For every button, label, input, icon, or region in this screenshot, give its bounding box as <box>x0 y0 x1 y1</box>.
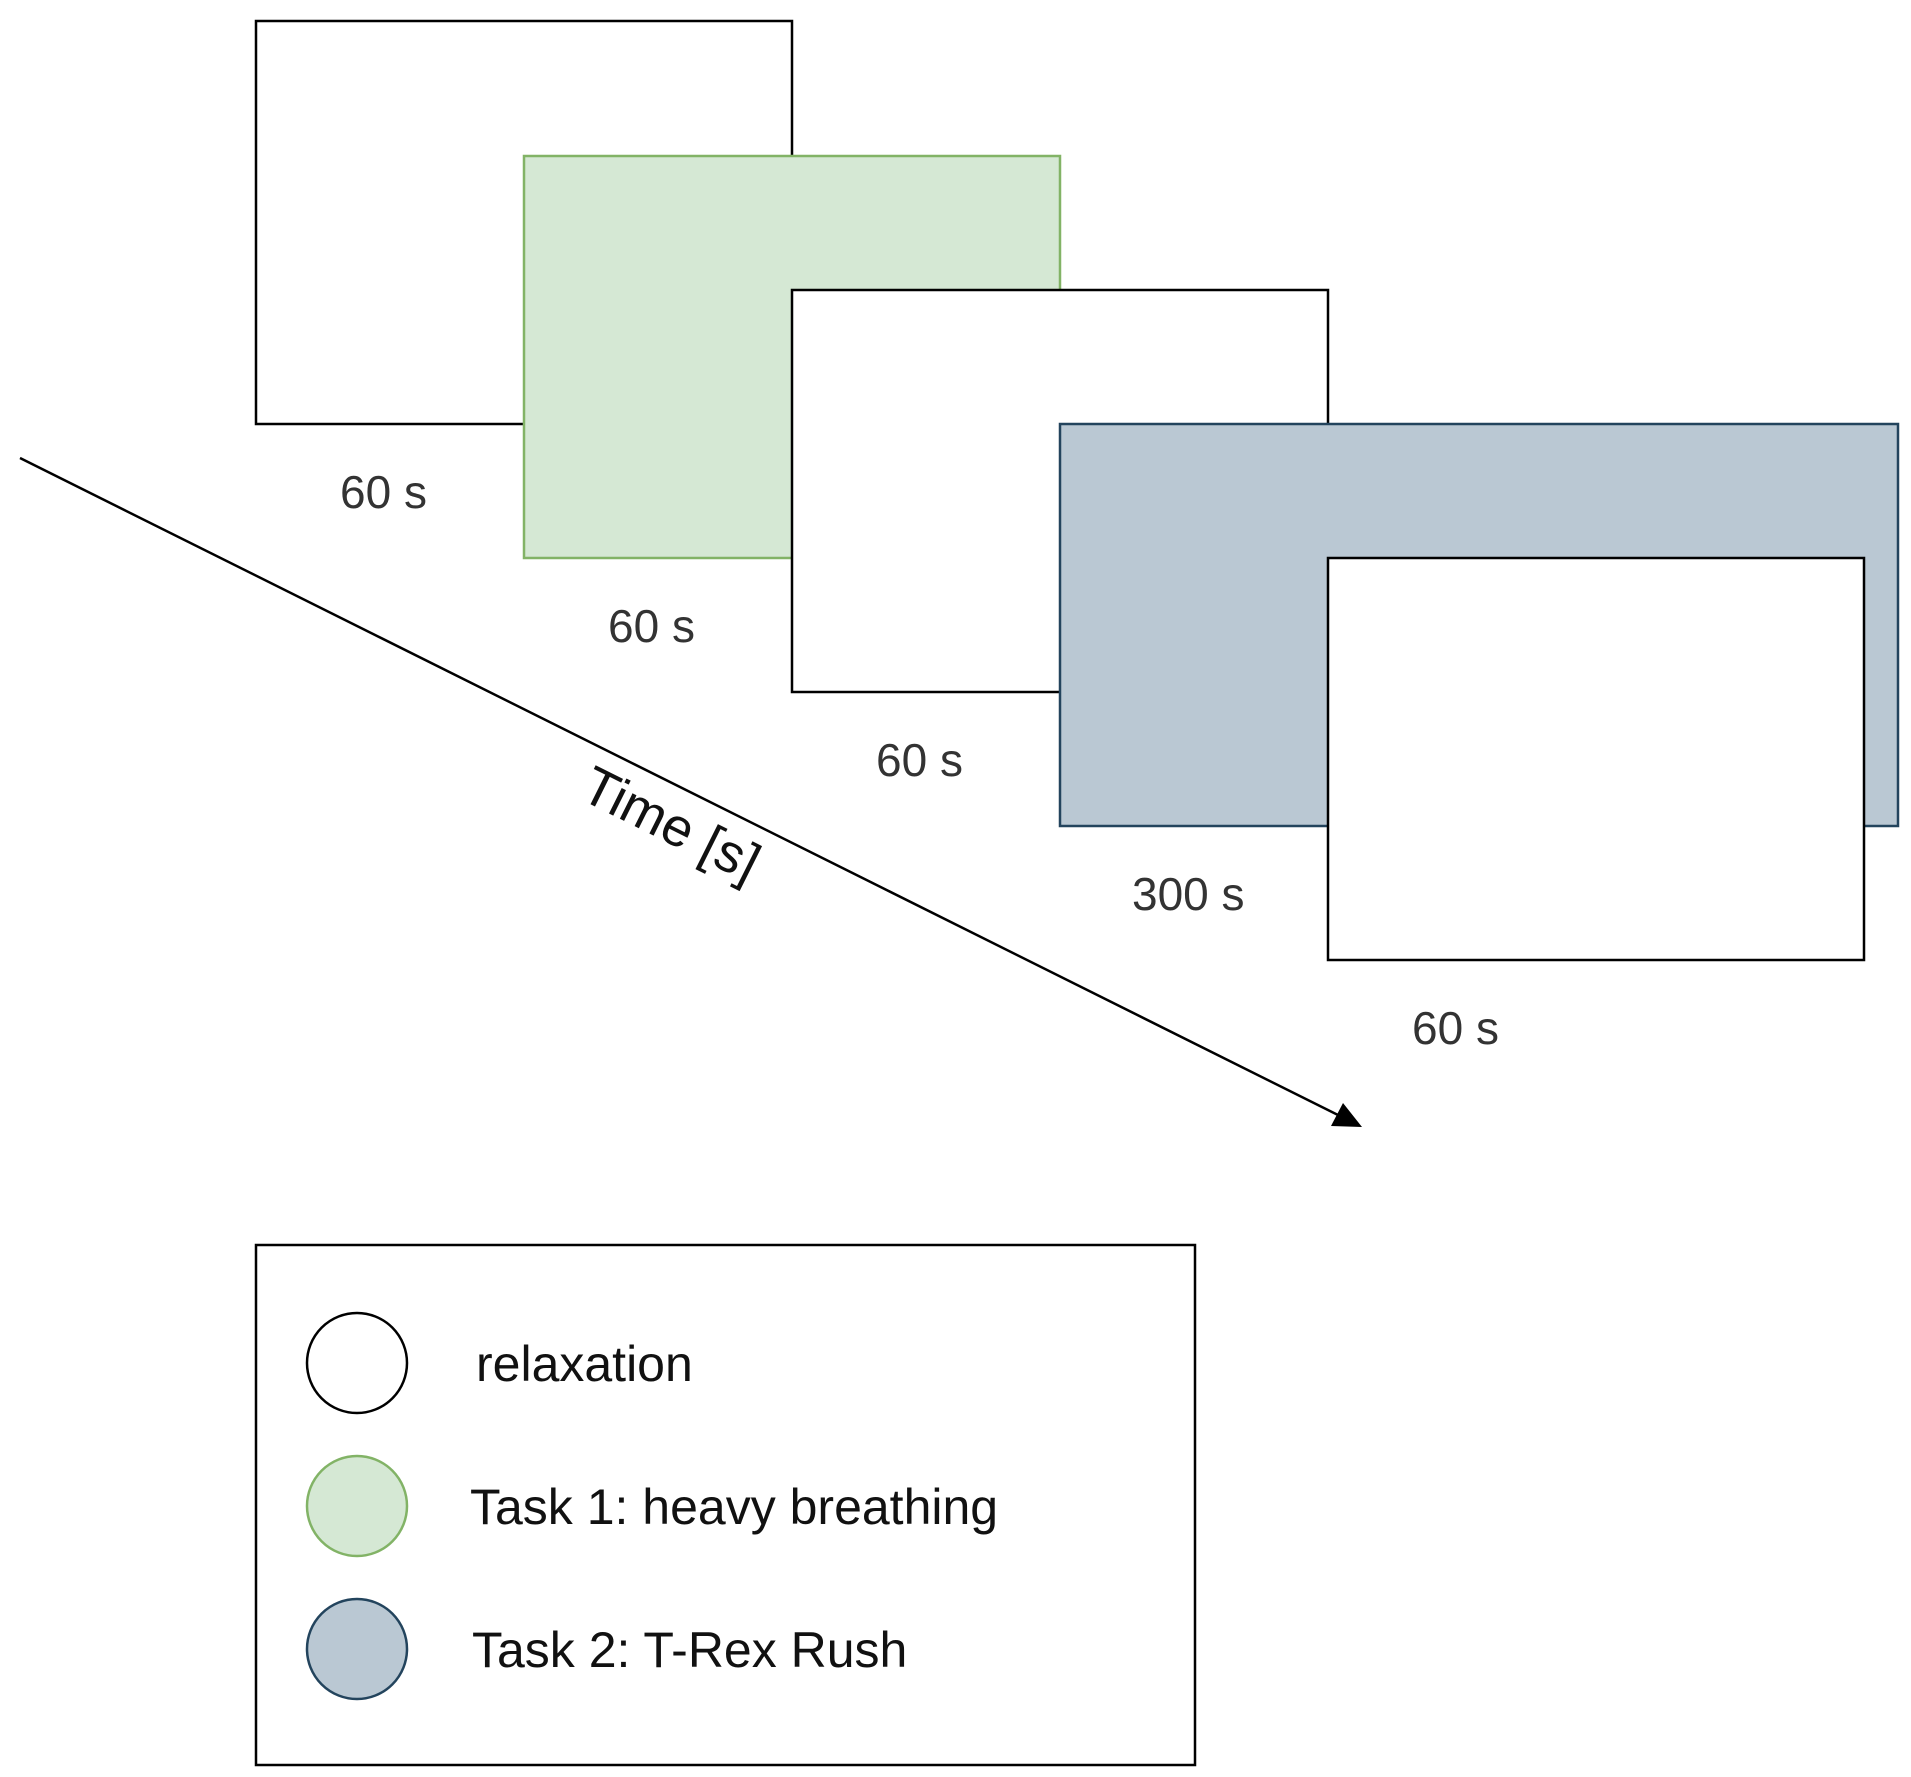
duration-label: 60 s <box>1412 1002 1499 1054</box>
legend-label-task1: Task 1: heavy breathing <box>470 1479 998 1535</box>
legend-swatch-task1 <box>305 1454 409 1558</box>
time-axis-arrow <box>19 456 1362 1127</box>
phase-block-relaxation-3 <box>1326 556 1866 962</box>
duration-label: 60 s <box>876 734 963 786</box>
duration-label: 300 s <box>1132 868 1245 920</box>
duration-label: 60 s <box>340 466 427 518</box>
legend-swatch-relaxation <box>305 1311 409 1415</box>
legend-label-relaxation: relaxation <box>476 1336 693 1392</box>
legend: relaxation Task 1: heavy breathing Task … <box>254 1243 1197 1767</box>
legend-swatch-task2 <box>305 1597 409 1701</box>
time-axis-label: Time [s] <box>573 755 770 893</box>
legend-label-task2: Task 2: T-Rex Rush <box>472 1622 907 1678</box>
legend-box <box>254 1243 1197 1767</box>
duration-label: 60 s <box>608 600 695 652</box>
